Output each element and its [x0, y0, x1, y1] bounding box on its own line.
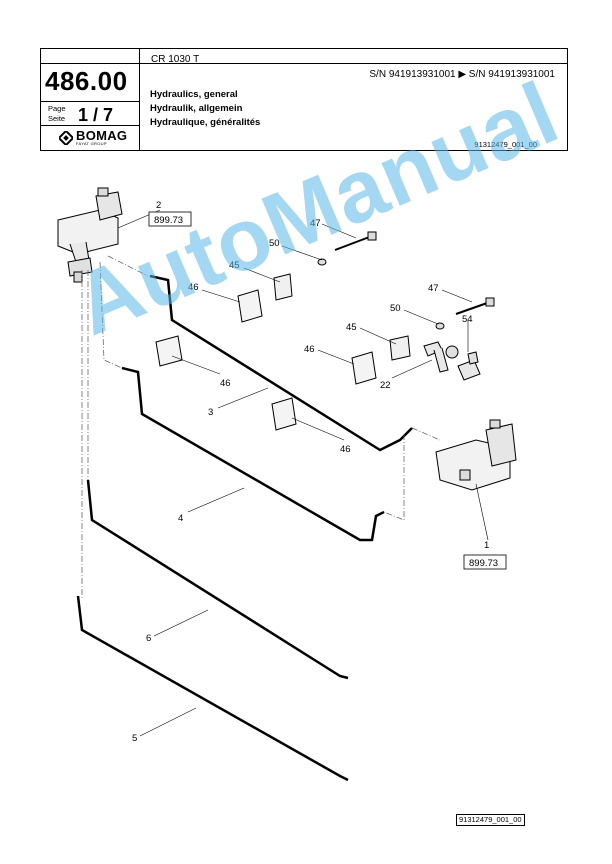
- callout-46a: 46: [188, 282, 199, 293]
- bolt-47b-head: [485, 297, 495, 307]
- callout-46b: 46: [220, 378, 231, 389]
- footer-drawing-id: 91312479_001_00: [456, 814, 525, 826]
- logo-text: BOMAG: [76, 128, 128, 143]
- ref-box-top: [148, 211, 192, 227]
- title-block-divider: [139, 49, 140, 150]
- page-number: 1 / 7: [78, 105, 114, 125]
- callout-47b: 47: [428, 283, 439, 294]
- callout-4: 4: [178, 513, 183, 524]
- pipe-5: [76, 595, 349, 782]
- callout-2: 2: [156, 200, 161, 211]
- title-french: Hydraulique, généralités: [150, 117, 261, 128]
- bomag-logo: BOMAG FAYAT GROUP: [59, 128, 128, 146]
- callout-50a: 50: [269, 238, 280, 249]
- section-titles: Hydraulics, general Hydraulik, allgemein…: [150, 88, 260, 130]
- leader-lines: [117, 209, 489, 737]
- callout-54: 54: [462, 314, 473, 325]
- clamp-46a: [237, 289, 263, 323]
- title-english: Hydraulics, general: [150, 89, 238, 100]
- callout-45b: 45: [346, 322, 357, 333]
- plate-45a: [273, 273, 293, 301]
- seite-label: Seite: [48, 114, 66, 123]
- callout-46c: 46: [304, 344, 315, 355]
- callout-46d: 46: [340, 444, 351, 455]
- callout-6: 6: [146, 633, 151, 644]
- divider: [41, 63, 139, 64]
- section-number: 486.00: [45, 66, 128, 96]
- page-label: Page: [48, 104, 66, 113]
- clamp-46d: [271, 397, 297, 431]
- bomag-diamond-icon: [59, 131, 73, 145]
- ref-label-bottom: 899.73: [469, 558, 498, 569]
- logo-subtext: FAYAT GROUP: [76, 141, 107, 146]
- pipe-4: [121, 366, 385, 542]
- callout-45a: 45: [229, 260, 240, 271]
- clamp-46b: [155, 335, 183, 367]
- washer-50b: [435, 322, 445, 330]
- bolt-47a: [334, 235, 373, 251]
- alignment-lines: [81, 255, 441, 600]
- callout-3: 3: [208, 407, 213, 418]
- valve-block-2: [57, 187, 123, 283]
- bolt-47b: [455, 301, 491, 315]
- divider: [139, 63, 567, 64]
- model-name: CR 1030 T: [151, 54, 200, 65]
- plate-45b: [389, 335, 411, 361]
- fitting-22: [423, 341, 459, 373]
- washer-50a: [317, 258, 327, 266]
- divider: [41, 101, 139, 102]
- callout-1: 1: [484, 540, 489, 551]
- callout-5: 5: [132, 733, 137, 744]
- pipe-3: [149, 274, 413, 452]
- ref-label-top: 899.73: [154, 215, 183, 226]
- serial-range: S/N 941913931001 ▶ S/N 941913931001: [369, 69, 555, 80]
- callout-47a: 47: [310, 218, 321, 229]
- pipe-6: [86, 479, 349, 680]
- callout-50b: 50: [390, 303, 401, 314]
- drawing-id: 91312479_001_00: [474, 140, 537, 149]
- bolt-47a-head: [367, 231, 377, 241]
- divider: [41, 125, 139, 126]
- clamp-46c: [351, 351, 377, 385]
- fitting-54: [457, 351, 481, 381]
- callout-22: 22: [380, 380, 391, 391]
- ref-box-bottom: [463, 554, 507, 570]
- valve-block-1: [435, 419, 517, 491]
- title-german: Hydraulik, allgemein: [150, 103, 243, 114]
- title-block: 486.00 Page Seite 1 / 7 BOMAG FAYAT GROU…: [40, 48, 568, 151]
